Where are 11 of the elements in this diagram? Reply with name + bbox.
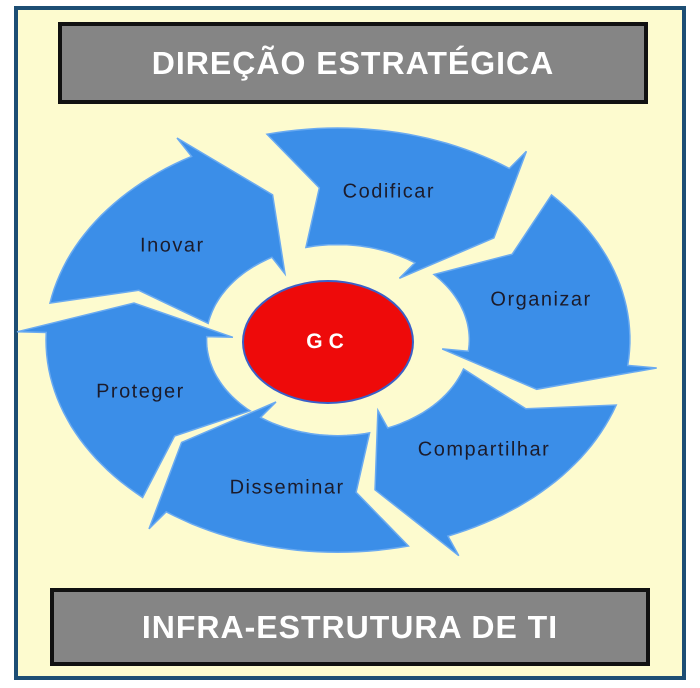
step-label: Disseminar [230, 476, 345, 500]
step-label: Compartilhar [418, 438, 550, 462]
center-label: GC [306, 330, 350, 354]
banner-text: DIREÇÃO ESTRATÉGICA [152, 44, 554, 82]
title-banner [58, 22, 648, 104]
step-label: Proteger [96, 380, 185, 404]
step-label: Inovar [140, 234, 205, 258]
banner-text: INFRA-ESTRUTURA DE TI [142, 608, 558, 646]
title-banner [50, 588, 650, 666]
step-label: Organizar [490, 288, 592, 312]
step-label: Codificar [342, 180, 436, 204]
